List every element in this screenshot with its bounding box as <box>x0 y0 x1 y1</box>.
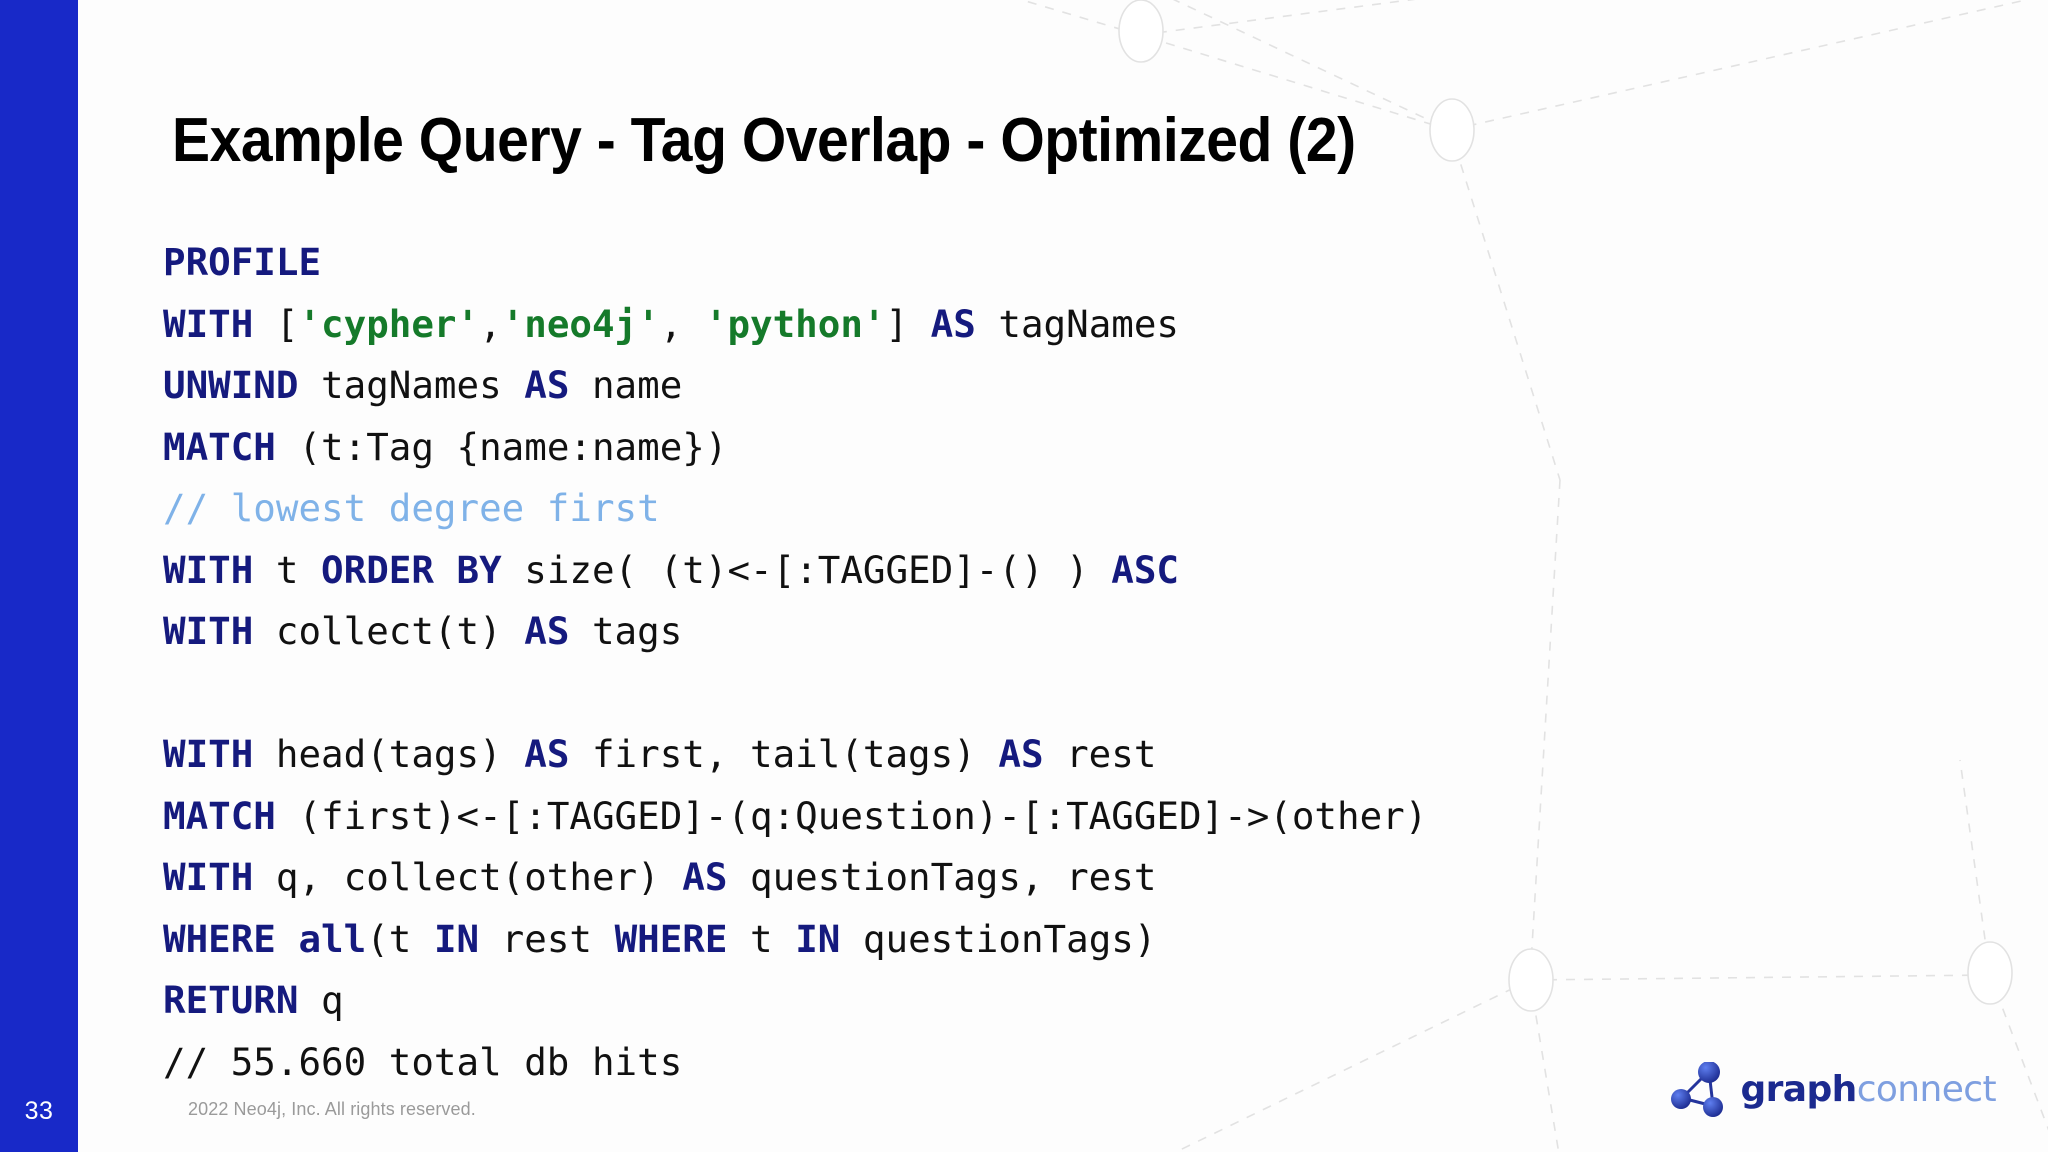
code-token-plain: rest <box>479 916 615 961</box>
code-token-kw: WITH <box>163 301 254 346</box>
code-token-kw: AS <box>524 609 570 653</box>
code-token-plain: size( (t)<-[:TAGGED]-() ) <box>501 547 1112 592</box>
code-token-kw: ORDER BY <box>321 547 502 592</box>
code-line: WITH ['cypher','neo4j', 'python'] AS tag… <box>163 294 1427 356</box>
code-line: MATCH (t:Tag {name:name}) <box>163 417 1427 479</box>
code-token-str: 'neo4j' <box>501 301 660 346</box>
code-token-plain: rest <box>1043 732 1157 776</box>
code-token-kw: PROFILE <box>163 240 322 284</box>
code-token-plain: , <box>479 301 502 346</box>
code-token-str: 'python' <box>704 301 886 346</box>
code-token-plain: tagNames <box>975 301 1180 346</box>
code-token-plain: collect(t) <box>253 609 525 653</box>
code-line: WHERE all(t IN rest WHERE t IN questionT… <box>163 909 1427 971</box>
graphconnect-logo: graphconnect <box>1668 1062 1997 1118</box>
code-token-plain: tagNames <box>298 363 525 407</box>
code-token-kw: all <box>298 916 367 961</box>
code-token-kw: AS <box>930 301 976 346</box>
code-token-kw: IN <box>795 916 841 961</box>
code-token-kw: WITH <box>163 547 254 592</box>
code-token-plain: head(tags) <box>253 732 525 776</box>
code-line: RETURN q <box>163 970 1427 1032</box>
code-token-plain: questionTags) <box>840 916 1157 961</box>
logo-word-connect: connect <box>1856 1069 1997 1110</box>
code-token-kw: WITH <box>163 855 254 899</box>
page-number: 33 <box>24 1097 54 1125</box>
code-line: WITH collect(t) AS tags <box>163 601 1427 663</box>
code-token-kw: AS <box>524 363 570 407</box>
copyright-text: 2022 Neo4j, Inc. All rights reserved. <box>188 1099 476 1119</box>
code-token-plain <box>276 917 299 961</box>
code-token-plain: t <box>253 547 322 592</box>
code-token-kw: WHERE <box>614 916 728 961</box>
code-token-plain: (first)<-[:TAGGED]-(q:Question)-[:TAGGED… <box>275 793 1428 838</box>
code-token-plain: (t <box>366 916 434 961</box>
code-token-kw: AS <box>682 855 728 899</box>
code-line: PROFILE <box>163 232 1427 294</box>
code-line <box>163 663 1427 725</box>
left-accent-bar <box>0 0 78 1152</box>
code-token-cmt: // lowest degree first <box>163 486 660 530</box>
code-token-plain: tags <box>569 609 683 653</box>
code-token-str: 'cypher' <box>298 301 480 346</box>
code-line: UNWIND tagNames AS name <box>163 355 1427 417</box>
code-token-plain: // 55.660 total db hits <box>163 1039 683 1084</box>
graph-nodes-icon <box>1671 1062 1724 1117</box>
code-line: // 55.660 total db hits <box>163 1032 1427 1094</box>
code-token-kw: MATCH <box>163 793 276 838</box>
code-token-kw: WHERE <box>163 916 276 961</box>
code-token-kw: RETURN <box>163 978 299 1022</box>
code-token-plain: q <box>298 978 344 1022</box>
code-token-plain: q, collect(other) <box>253 855 683 899</box>
code-token-kw: MATCH <box>163 424 276 469</box>
code-line: MATCH (first)<-[:TAGGED]-(q:Question)-[:… <box>163 786 1427 848</box>
code-token-kw: IN <box>433 916 480 961</box>
code-token-plain: t <box>727 916 796 961</box>
code-token-plain: , <box>659 301 705 346</box>
code-token-kw: WITH <box>163 732 254 776</box>
code-line: WITH t ORDER BY size( (t)<-[:TAGGED]-() … <box>163 540 1427 602</box>
code-token-kw: AS <box>524 732 570 776</box>
code-token-kw: ASC <box>1111 547 1179 592</box>
code-token-plain: ] <box>885 301 931 346</box>
code-line: WITH head(tags) AS first, tail(tags) AS … <box>163 724 1427 786</box>
page-title: Example Query - Tag Overlap - Optimized … <box>172 106 1356 175</box>
cypher-code-block: PROFILE WITH ['cypher','neo4j', 'python']… <box>163 232 1427 1093</box>
code-token-kw: UNWIND <box>163 363 299 407</box>
code-line: WITH q, collect(other) AS questionTags, … <box>163 847 1427 909</box>
code-token-plain: [ <box>253 301 299 346</box>
logo-wordmark: graphconnect <box>1740 1072 1996 1108</box>
code-token-plain: questionTags, rest <box>727 855 1157 899</box>
code-token-plain: (t:Tag {name:name}) <box>275 424 728 469</box>
code-token-kw: AS <box>998 732 1044 776</box>
code-token-kw: WITH <box>163 609 254 653</box>
logo-word-graph: graph <box>1740 1069 1857 1110</box>
code-token-plain: first, tail(tags) <box>569 732 999 776</box>
code-token-plain: name <box>569 363 683 407</box>
code-line: // lowest degree first <box>163 478 1427 540</box>
